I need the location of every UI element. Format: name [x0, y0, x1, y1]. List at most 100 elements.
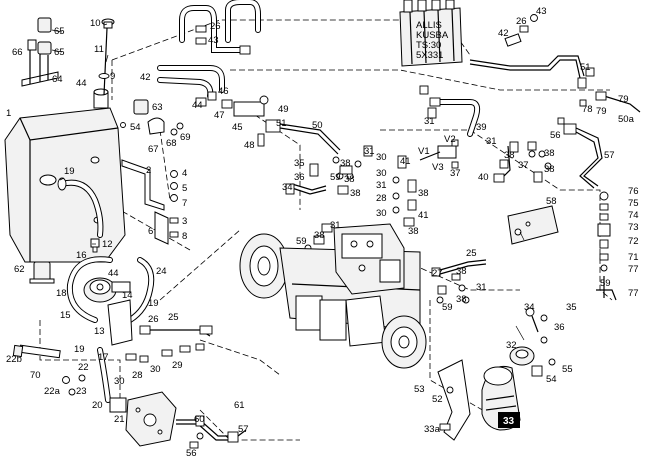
label-76: 76 — [628, 186, 639, 197]
fittings-30-28-31[interactable] — [392, 155, 417, 227]
label-31e: 31 — [486, 136, 497, 147]
bracket-77[interactable] — [596, 276, 617, 301]
clamp-67[interactable] — [147, 117, 165, 135]
front-axle-assembly[interactable] — [239, 223, 427, 369]
label-16: 16 — [76, 250, 87, 261]
pipe-42-43-top-right[interactable] — [504, 14, 538, 47]
label-v2: V2 — [444, 134, 456, 145]
filler-neck-hose[interactable] — [57, 177, 104, 238]
label-51b: 51 — [580, 62, 591, 73]
rubber-block[interactable] — [29, 261, 55, 284]
line-56-57-58[interactable] — [557, 117, 603, 189]
part-number-labels: 1 2 3 4 5 6 7 8 9 10 11 12 13 14 15 16 1… — [6, 6, 639, 459]
small-fastener-column[interactable] — [154, 170, 179, 245]
fitting-60-56[interactable] — [189, 432, 204, 449]
auxiliary-valve-block[interactable] — [507, 205, 559, 245]
hub-32[interactable] — [509, 346, 535, 366]
label-31f: 31 — [476, 282, 487, 293]
suction-bolt-22b[interactable] — [12, 344, 61, 359]
label-27: 27 — [432, 268, 443, 279]
label-38b: 38 — [344, 174, 355, 185]
valve-block-v1-v3[interactable] — [419, 139, 459, 169]
axle-right-fittings[interactable] — [431, 259, 487, 304]
label-77a: 77 — [628, 264, 639, 275]
dipstick-assembly[interactable] — [98, 18, 115, 96]
hydraulic-line-50[interactable] — [279, 123, 341, 155]
bolt-33a[interactable] — [439, 423, 451, 431]
hydraulic-line-50-right[interactable] — [469, 55, 595, 89]
label-5: 5 — [182, 183, 187, 194]
label-18: 18 — [56, 288, 67, 299]
label-3: 3 — [182, 216, 187, 227]
fittings-right-31-38[interactable] — [419, 85, 537, 158]
line-39[interactable] — [429, 97, 481, 137]
callout-33-highlight — [498, 412, 520, 428]
drain-plug[interactable] — [90, 238, 100, 253]
connector-34-35-36[interactable] — [525, 307, 548, 344]
pressure-line-61[interactable] — [176, 415, 247, 443]
fitting-37-38[interactable] — [533, 150, 552, 183]
filter-bracket[interactable] — [107, 299, 133, 346]
label-30e: 30 — [376, 208, 387, 219]
fittings-31-38-upper[interactable] — [339, 145, 373, 175]
label-21: 21 — [114, 414, 125, 425]
label-54b: 54 — [546, 374, 557, 385]
control-valve-bank[interactable]: ALLIS KUSBA TS:30 5X331 — [399, 0, 463, 67]
tank-filler-cap[interactable] — [93, 88, 109, 109]
label-42b: 42 — [498, 28, 509, 39]
pump-housing[interactable] — [125, 391, 177, 447]
washers-22-23[interactable] — [62, 374, 86, 396]
fittings-54-55[interactable] — [531, 358, 556, 377]
label-61: 61 — [234, 400, 245, 411]
label-30a: 30 — [114, 376, 125, 387]
label-56a: 56 — [550, 130, 561, 141]
clamp-bracket[interactable] — [133, 99, 149, 115]
label-57b: 57 — [238, 424, 249, 435]
label-45: 45 — [232, 122, 243, 133]
line-40-fittings[interactable] — [493, 145, 511, 183]
label-77b: 77 — [628, 288, 639, 299]
label-66: 66 — [12, 47, 23, 58]
label-38e: 38 — [418, 188, 429, 199]
adapter-fittings[interactable] — [195, 91, 281, 147]
tank-support-bracket[interactable] — [121, 159, 165, 211]
steering-bracket[interactable] — [437, 359, 471, 441]
label-65b: 65 — [54, 47, 65, 58]
mounting-bracket[interactable] — [21, 50, 59, 87]
label-57a: 57 — [604, 150, 615, 161]
label-9: 9 — [110, 71, 115, 82]
pump-connector[interactable] — [109, 397, 127, 413]
label-41a: 41 — [400, 156, 411, 167]
label-36a: 36 — [294, 172, 305, 183]
pressure-pipe-42[interactable] — [157, 0, 261, 99]
label-79a: 79 — [618, 94, 629, 105]
label-42a: 42 — [140, 72, 151, 83]
washers-68-69[interactable] — [120, 122, 184, 136]
label-43b: 43 — [536, 6, 547, 17]
label-40: 40 — [478, 172, 489, 183]
label-14: 14 — [122, 290, 133, 301]
lower-fittings-28-30[interactable] — [125, 343, 205, 363]
label-31b: 31 — [364, 146, 375, 157]
label-20: 20 — [92, 400, 103, 411]
valve-stack-71-77[interactable] — [597, 191, 611, 272]
suction-pipe[interactable] — [97, 347, 111, 403]
label-59a: 59 — [330, 172, 341, 183]
label-32: 32 — [506, 340, 517, 351]
label-31c: 31 — [376, 180, 387, 191]
pipe-fittings-26-43[interactable] — [195, 25, 251, 55]
filter-outlet-line[interactable] — [139, 325, 213, 337]
label-56b: 56 — [186, 448, 197, 459]
label-38c: 38 — [350, 188, 361, 199]
label-73: 73 — [628, 222, 639, 233]
central-fittings[interactable] — [285, 156, 354, 195]
label-49: 49 — [278, 104, 289, 115]
label-19c: 19 — [74, 344, 85, 355]
filter-hose-loop[interactable] — [66, 256, 155, 323]
label-59c: 59 — [442, 302, 453, 313]
label-26a: 26 — [210, 21, 221, 32]
line-50a-79[interactable] — [579, 91, 641, 113]
return-filter[interactable] — [83, 277, 131, 303]
grommet-set[interactable] — [27, 17, 52, 55]
label-25b: 25 — [466, 248, 477, 259]
